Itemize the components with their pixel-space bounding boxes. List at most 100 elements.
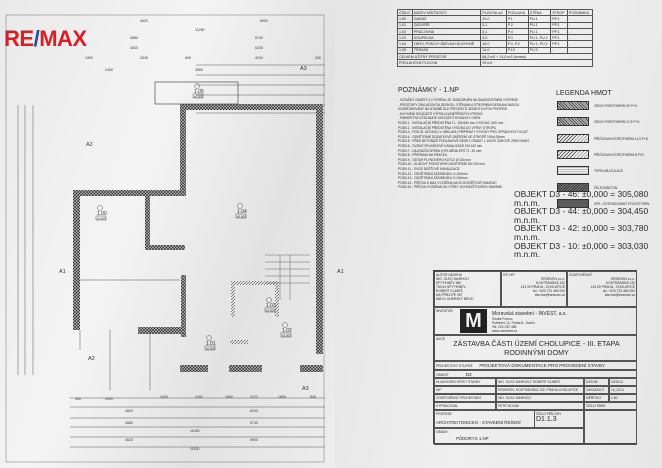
dimension-label: 2450 bbox=[105, 68, 113, 72]
legend-label: PŘÍČKOVKA POROTHERM 8 P+D bbox=[594, 152, 644, 157]
text-line: ERDEVEN s.r.o. bbox=[540, 277, 565, 281]
dimension-label: 3650 bbox=[195, 68, 203, 72]
object-elevation-line: OBJEKT D3 - 44: ±0,000 = 304,450 m.n.m. bbox=[514, 206, 649, 225]
title-block-cell: HLAVNÍ ARCHITEKT STAVBY bbox=[434, 378, 496, 386]
room-label-1-01: 1.01 bbox=[206, 341, 216, 347]
stage-value: PROJEKTOVÁ DOKUMENTACE PRO PROVEDENÍ STA… bbox=[479, 363, 606, 368]
text-line: 143 00 PRAHA - CHOLUPICE bbox=[520, 285, 565, 289]
dimension-label: 1800 bbox=[278, 395, 286, 399]
dimension-label: 11530 bbox=[190, 447, 200, 451]
title-block-cell: ČÍSLO PARE bbox=[584, 402, 637, 410]
room-level: ±0,000 bbox=[237, 214, 246, 218]
room-label-1-02: 1.02 bbox=[282, 328, 292, 334]
table-cell: - bbox=[566, 21, 594, 29]
note-item: POZN.12 - ODVĚTRÁNÍ ZÁSOBNÍKU V=200mm bbox=[398, 171, 468, 176]
text-line: KOSTRÁNSKÁ 132 bbox=[606, 281, 635, 285]
title-block-cell: HIP bbox=[434, 386, 496, 394]
dimension-label: 840 bbox=[185, 56, 191, 60]
notes-list: - VZTAŽNÝ OBJEKT 0,0 TERÉNU JE ZNÁZORNĚN… bbox=[398, 98, 529, 190]
title-block-cell: DATUM bbox=[584, 378, 609, 386]
title-block-cell: 1:50 bbox=[609, 394, 637, 402]
title-block-cell: VYPRACOVAL bbox=[434, 402, 496, 410]
investor-logo: M bbox=[460, 309, 487, 333]
room-level: ±0,000 bbox=[194, 94, 203, 98]
dimension-label: 6900 bbox=[250, 438, 258, 442]
dimension-label: 1300 bbox=[85, 56, 93, 60]
section-marker-a3: A3 bbox=[302, 386, 309, 392]
dimension-label: 5740 bbox=[255, 36, 263, 40]
text-line: 763 64 SPYTIHNĚV bbox=[436, 285, 466, 289]
dimension-label: 6230 bbox=[255, 46, 263, 50]
dimension-label: 6230 bbox=[250, 409, 258, 413]
room-level: ±0,000 bbox=[206, 346, 215, 350]
object-elevation-line: OBJEKT D3 - 46: ±0,000 = 305,080 m.n.m. bbox=[514, 189, 649, 208]
room-level: ±0,000 bbox=[266, 308, 275, 312]
text-line: 143 00 PRAHA - CHOLUPICE bbox=[590, 285, 635, 289]
note-item: POZN.4 - ODVĚTRÁNÍ DODATKOVÉ ZAŘÍZENÍ VE… bbox=[398, 134, 505, 139]
dimension-label: 1630 bbox=[160, 395, 168, 399]
text-line: ING. OLEG MARHOLT bbox=[436, 277, 470, 281]
table-cell: PU.1 bbox=[527, 15, 552, 23]
project-subtitle: RODINNÝMI DOMY bbox=[504, 348, 569, 357]
section-marker-a2: A2 bbox=[88, 356, 95, 362]
project-title: ZÁSTAVBA ČÁSTI ÚZEMÍ CHOLUPICE - III. ET… bbox=[453, 339, 620, 348]
note-item: POZN.6 - SVISLÉ SPLAŠKOVÉ KANALIZACE DN … bbox=[398, 143, 483, 148]
legend-swatch bbox=[557, 149, 589, 159]
note-item: - PARAPETNÍ LIŠTA BUDE SOUČÁSTÍ DODÁVKY … bbox=[398, 116, 481, 121]
legend-swatch bbox=[557, 117, 589, 127]
text-line: tel. +420 731 464 000 bbox=[533, 289, 565, 293]
note-item: - KVH NENÍ SOUČÁSTÍ VÝPISU KLEMPÍŘSKÝCH … bbox=[398, 111, 483, 116]
dimension-label: 4630 bbox=[130, 46, 138, 50]
object-value: D3 bbox=[465, 372, 472, 377]
dimension-label: 5740 bbox=[250, 421, 258, 425]
text-line: Tel: 224 232 465 bbox=[492, 325, 517, 329]
title-block-cell: PETR NOVÁK bbox=[496, 402, 584, 410]
table-cell: PU.1 bbox=[527, 21, 552, 29]
content-value: PŮDORYS 1.NP bbox=[456, 436, 489, 441]
room-label-1-04: 1.04 bbox=[237, 209, 247, 215]
dimension-label: 845 bbox=[310, 395, 316, 399]
dimension-label: 1800 bbox=[225, 395, 233, 399]
section-marker-a1: A1 bbox=[59, 269, 66, 275]
legend-label: ŽELEZOBETON bbox=[594, 185, 618, 190]
author-label: AUTOR NÁVRHU bbox=[436, 273, 463, 277]
note-item: POZN.10 - KLIDOVÝ PODSTUPNÍ ODVĚTRÁNÍ DN… bbox=[398, 162, 485, 167]
title-block-cell: 16_2014 bbox=[609, 386, 637, 394]
room-level: ±0,000 bbox=[282, 333, 291, 337]
text-line: NA PŘÍKOPĚ 987 bbox=[436, 293, 463, 297]
note-item: KOORDINOVÁNY NA STAVBĚ DLE PROJEKTŮ JEDN… bbox=[398, 107, 508, 112]
note-item: POZN.2 - INSTALAČNÍ PŘEDSTĚNA VYSOKÁ DO … bbox=[398, 125, 497, 130]
dimension-label: 4620 bbox=[140, 19, 148, 23]
dimension-label: 4580 bbox=[130, 36, 138, 40]
table-cell: - bbox=[566, 15, 594, 23]
dimension-label: 4580 bbox=[125, 421, 133, 425]
title-block-cell bbox=[584, 410, 637, 445]
section-marker-a1: A1 bbox=[337, 269, 344, 275]
section-marker-a2: A2 bbox=[86, 142, 93, 148]
legend-swatch bbox=[557, 166, 589, 176]
legend-label: TEPELNÁ IZOLACE bbox=[594, 169, 624, 174]
note-item: POZN.11 - SVOD DEŠŤOVÉ KANALIZACE bbox=[398, 166, 460, 171]
section-marker-a3: A3 bbox=[300, 66, 307, 72]
dimension-label: 2900 bbox=[105, 397, 113, 401]
room-label-1-03: 1.03 bbox=[266, 303, 276, 309]
table-cell: 99 m2 bbox=[480, 59, 593, 67]
text-line: SPYTIHNĚV 380 bbox=[436, 281, 462, 285]
note-item: POZN.1 - INSTALAČNÍ PŘEDSTĚNA TL. 150/15… bbox=[398, 120, 504, 125]
notes-title: POZNÁMKY - 1.NP bbox=[398, 87, 459, 94]
text-line: Česká Pomoc bbox=[492, 317, 513, 321]
title-block-cell: MĚŘÍTKO bbox=[584, 394, 609, 402]
dimension-label: 340 bbox=[315, 56, 321, 60]
text-line: ERDEVEN s.r.o. bbox=[610, 277, 635, 281]
legend-swatch bbox=[557, 101, 589, 110]
dimension-label: 11250 bbox=[195, 28, 205, 32]
object-elevation-line: OBJEKT D3 - 10: ±0,000 = 303,030 m.n.m. bbox=[514, 240, 649, 260]
plan-sheet bbox=[0, 0, 335, 468]
object-elevation-line: OBJEKT D3 - 42: ±0,000 = 303,780 m.n.m. bbox=[514, 223, 649, 242]
legend-title: LEGENDA HMOT bbox=[556, 90, 612, 97]
